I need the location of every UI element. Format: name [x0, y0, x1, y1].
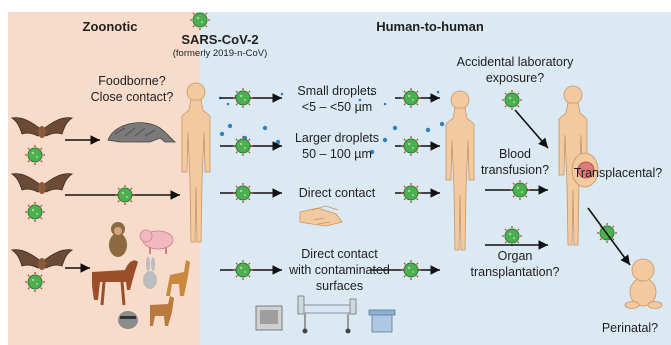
bat-icon	[12, 118, 72, 138]
pangolin-icon	[108, 123, 175, 142]
pig-icon	[140, 230, 173, 254]
virus-former-name: (formerly 2019-n-CoV)	[150, 49, 290, 60]
source-human	[182, 83, 210, 242]
deer-icon	[166, 260, 190, 296]
contaminated-surfaces-line1: Direct contact	[282, 247, 397, 261]
contaminated-surfaces-line2: with contaminated	[282, 263, 397, 277]
transplacental-label: Transplacental?	[568, 166, 668, 180]
top-strip	[0, 0, 671, 12]
bat-icon	[12, 174, 72, 194]
raccoon-icon	[118, 311, 138, 329]
small-droplets-size: <5 – <50 µm	[282, 100, 392, 114]
organ-transplant-line2: transplantation?	[455, 265, 575, 279]
rabbit-icon	[143, 257, 157, 289]
blood-transfusion-line2: transfusion?	[470, 163, 560, 177]
foodborne-label: Foodborne?	[82, 74, 182, 88]
baby-icon	[625, 259, 662, 309]
monkey-icon	[109, 222, 127, 257]
lab-exposure-line1: Accidental laboratory	[445, 55, 585, 69]
blood-transfusion-line1: Blood	[470, 147, 560, 161]
handshake-icon	[300, 206, 342, 226]
contaminated-surfaces-line3: surfaces	[282, 279, 397, 293]
appliance-icon	[256, 306, 282, 330]
direct-contact-label: Direct contact	[282, 186, 392, 200]
small-droplets-label: Small droplets	[282, 84, 392, 98]
organ-transplant-line1: Organ	[455, 249, 575, 263]
horse-icon	[92, 260, 138, 305]
trash-can-icon	[369, 310, 395, 332]
hospital-bed-icon	[298, 296, 356, 334]
virus-name: SARS-CoV-2	[150, 33, 290, 48]
zoonotic-header: Zoonotic	[55, 20, 165, 35]
perinatal-label: Perinatal?	[590, 321, 670, 335]
larger-droplets-size: 50 – 100 µm	[282, 147, 392, 161]
goat-icon	[150, 296, 174, 326]
bat-icon	[12, 250, 72, 270]
larger-droplets-label: Larger droplets	[282, 131, 392, 145]
human-to-human-header: Human-to-human	[360, 20, 500, 35]
lab-exposure-line2: exposure?	[445, 71, 585, 85]
close-contact-label: Close contact?	[82, 90, 182, 104]
